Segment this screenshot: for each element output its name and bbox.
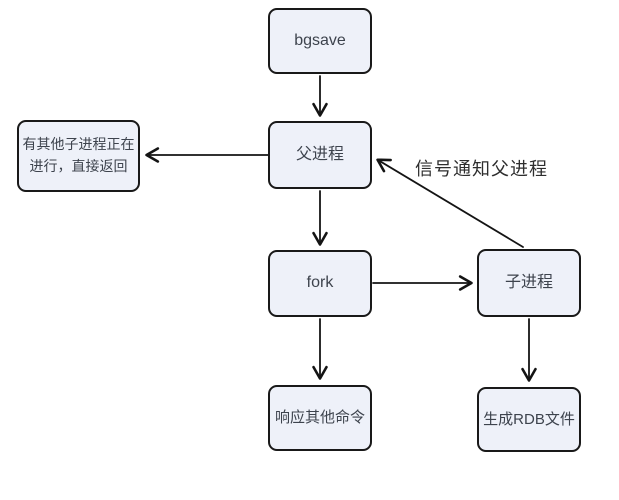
edge-label-signal-notify-parent: 信号通知父进程: [415, 159, 548, 179]
node-respond-other-commands: 响应其他命令: [268, 385, 372, 451]
node-child-process: 子进程: [477, 249, 581, 317]
node-parent-process: 父进程: [268, 121, 372, 189]
node-fork: fork: [268, 250, 372, 317]
node-bgsave: bgsave: [268, 8, 372, 74]
node-busy-return: 有其他子进程正在 进行，直接返回: [17, 120, 140, 192]
node-generate-rdb-file: 生成RDB文件: [477, 387, 581, 452]
